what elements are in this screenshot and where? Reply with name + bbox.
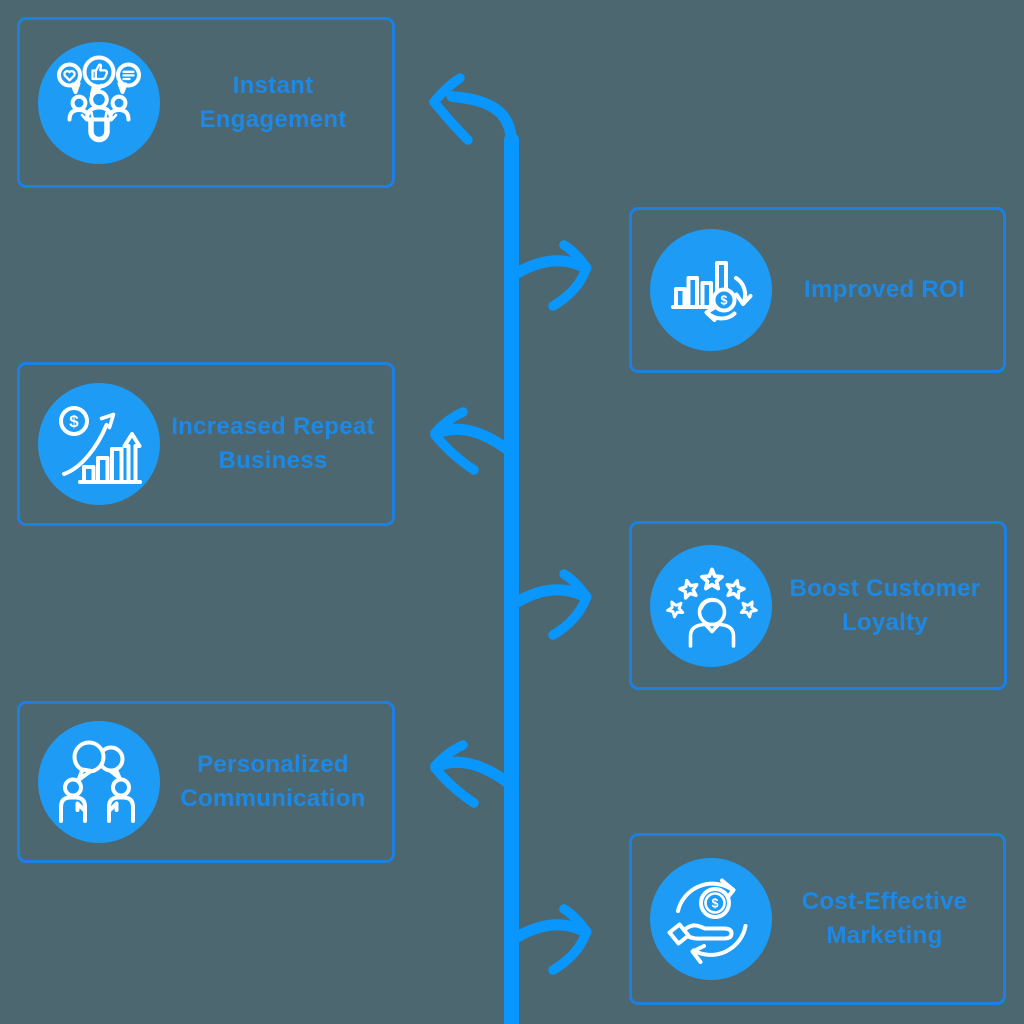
arrow-to-boost-customer-loyalty bbox=[505, 569, 592, 640]
connector-spine bbox=[429, 73, 519, 1024]
arrow-to-increased-repeat-business bbox=[430, 407, 517, 475]
svg-text:$: $ bbox=[712, 897, 719, 911]
growth-chart-dollar-icon: $ bbox=[59, 406, 142, 484]
benefit-label: Instant Engagement bbox=[199, 71, 347, 133]
arrow-to-cost-effective-marketing bbox=[505, 904, 592, 975]
bar-chart-dollar-cycle-icon: $ bbox=[671, 261, 753, 322]
icon-badge: $ bbox=[650, 858, 772, 980]
benefit-label: Increased Repeat Business bbox=[171, 413, 375, 474]
icon-badge bbox=[38, 721, 160, 843]
arrow-to-personalized-communication bbox=[430, 740, 517, 808]
benefit-card-cost-effective-marketing: $ Cost-Effective Marketing bbox=[629, 833, 1006, 1005]
svg-text:$: $ bbox=[721, 294, 728, 308]
arrow-to-improved-roi bbox=[505, 240, 592, 311]
svg-text:$: $ bbox=[69, 412, 79, 431]
benefit-card-improved-roi: $ Improved ROI bbox=[629, 207, 1006, 373]
icon-badge bbox=[650, 544, 772, 667]
icon-badge: $ bbox=[38, 383, 160, 505]
icon-badge bbox=[38, 41, 160, 164]
icon-badge: $ bbox=[650, 229, 772, 351]
hand-coin-cycle-icon: $ bbox=[667, 878, 748, 964]
benefit-card-personalized-communication: Personalized Communication bbox=[17, 701, 395, 863]
benefit-label: Personalized Communication bbox=[180, 751, 366, 812]
benefit-label: Cost-Effective Marketing bbox=[801, 888, 968, 949]
benefit-card-boost-customer-loyalty: Boost Customer Loyalty bbox=[629, 521, 1007, 690]
people-chat-icon bbox=[59, 740, 135, 823]
benefit-card-instant-engagement: Instant Engagement bbox=[17, 17, 395, 188]
audience-attraction-icon bbox=[57, 55, 141, 142]
customer-stars-icon bbox=[663, 567, 761, 648]
benefit-label: Boost Customer Loyalty bbox=[789, 574, 981, 636]
benefit-card-increased-repeat-business: $ Increased Repeat Business bbox=[17, 362, 395, 526]
benefit-label: Improved ROI bbox=[804, 276, 965, 303]
